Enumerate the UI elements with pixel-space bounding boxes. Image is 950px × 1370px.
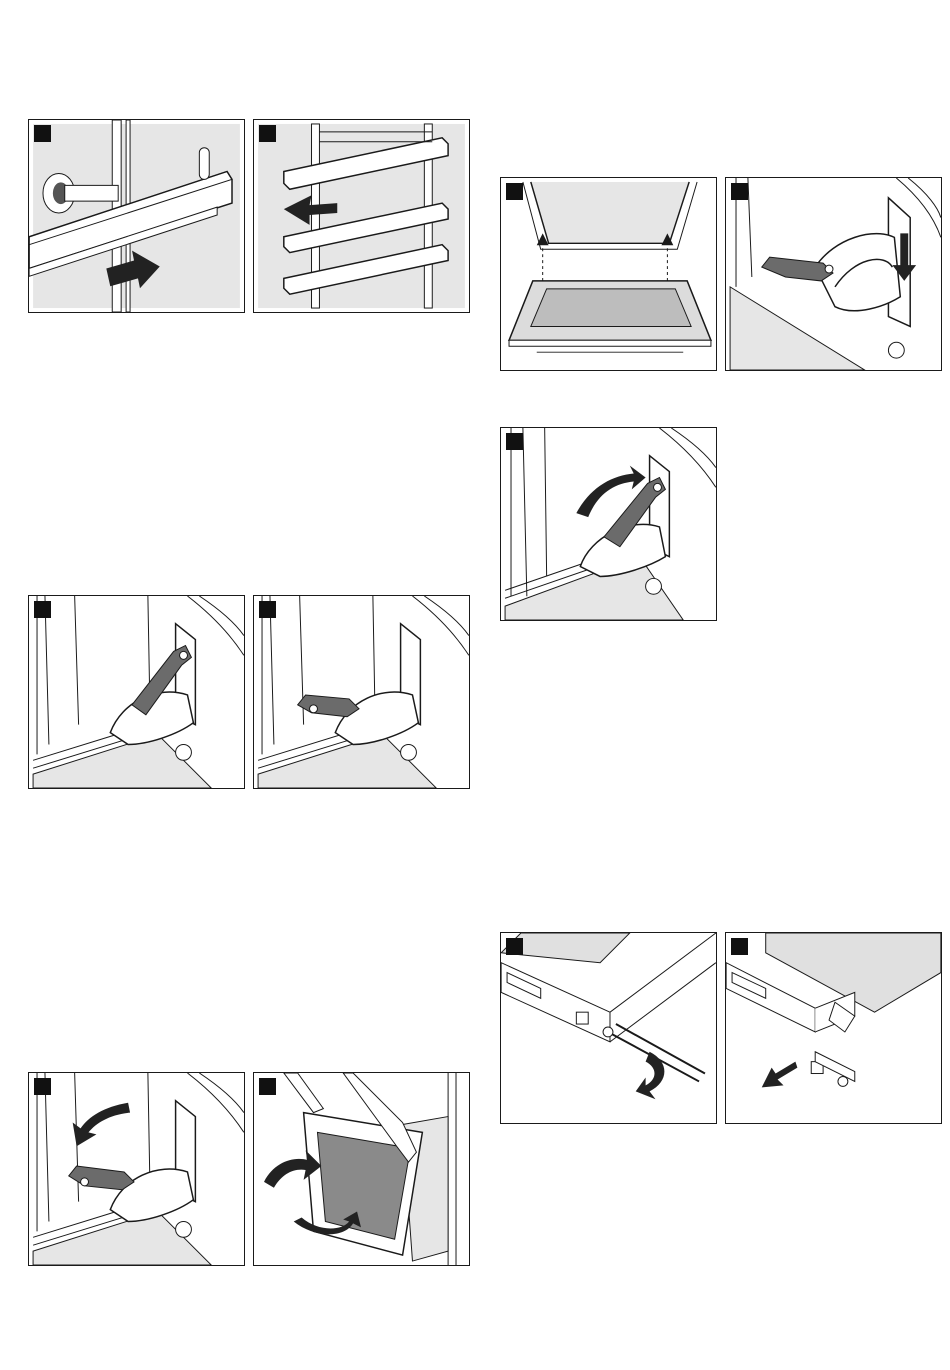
illustration-rail-remove [253,119,470,313]
illustration-door-carry [253,1072,470,1266]
illustration-hinge-open [253,595,470,789]
step-marker [34,125,51,142]
hinge-raise-drawing [501,428,716,620]
step-marker [506,433,523,450]
illustration-hinge-fold [28,1072,245,1266]
door-carry-drawing [254,1073,469,1265]
illustration-hinge-raise [500,427,717,621]
step-marker [34,601,51,618]
screw-loosen-drawing [501,933,716,1123]
illustration-door-lift [500,177,717,371]
hinge-open-drawing [254,596,469,788]
step-marker [731,183,748,200]
illustration-screw-loosen [500,932,717,1124]
step-marker [259,601,276,618]
step-marker [506,938,523,955]
hinge-fold-drawing [29,1073,244,1265]
step-marker [259,125,276,142]
door-lift-drawing [501,178,716,370]
step-marker [34,1078,51,1095]
illustration-hinge-lower [725,177,942,371]
illustration-rail-push [28,119,245,313]
illustration-hinge-closed [28,595,245,789]
strip-pull-drawing [726,933,941,1123]
step-marker [731,938,748,955]
step-marker [506,183,523,200]
illustration-strip-pull [725,932,942,1124]
rail-push-drawing [29,120,244,312]
rail-remove-drawing [254,120,469,312]
step-marker [259,1078,276,1095]
hinge-closed-drawing [29,596,244,788]
hinge-lower-drawing [726,178,941,370]
